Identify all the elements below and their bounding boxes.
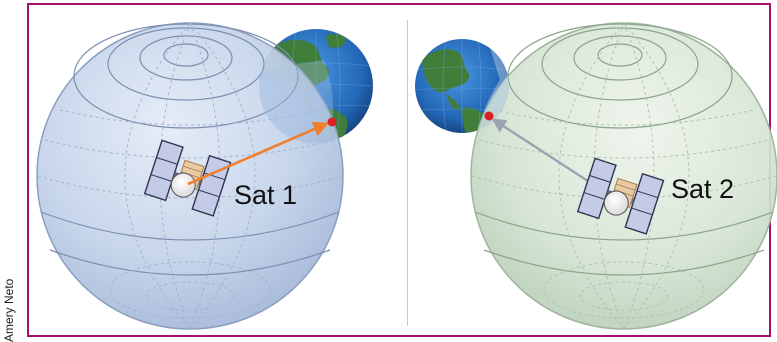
sat-1-label: Sat 1	[234, 180, 297, 210]
ground-target-left	[327, 117, 337, 127]
sat-2-label: Sat 2	[671, 174, 734, 204]
left-panel: Sat 1	[36, 22, 373, 330]
earth-globe-right	[415, 39, 509, 133]
right-panel: Sat 2	[415, 22, 777, 330]
satellite-2	[576, 157, 665, 235]
signal-beam-left	[187, 121, 329, 186]
ground-target-right	[484, 111, 494, 121]
panel-divider	[407, 20, 408, 326]
latitude-rings-right	[474, 23, 774, 276]
